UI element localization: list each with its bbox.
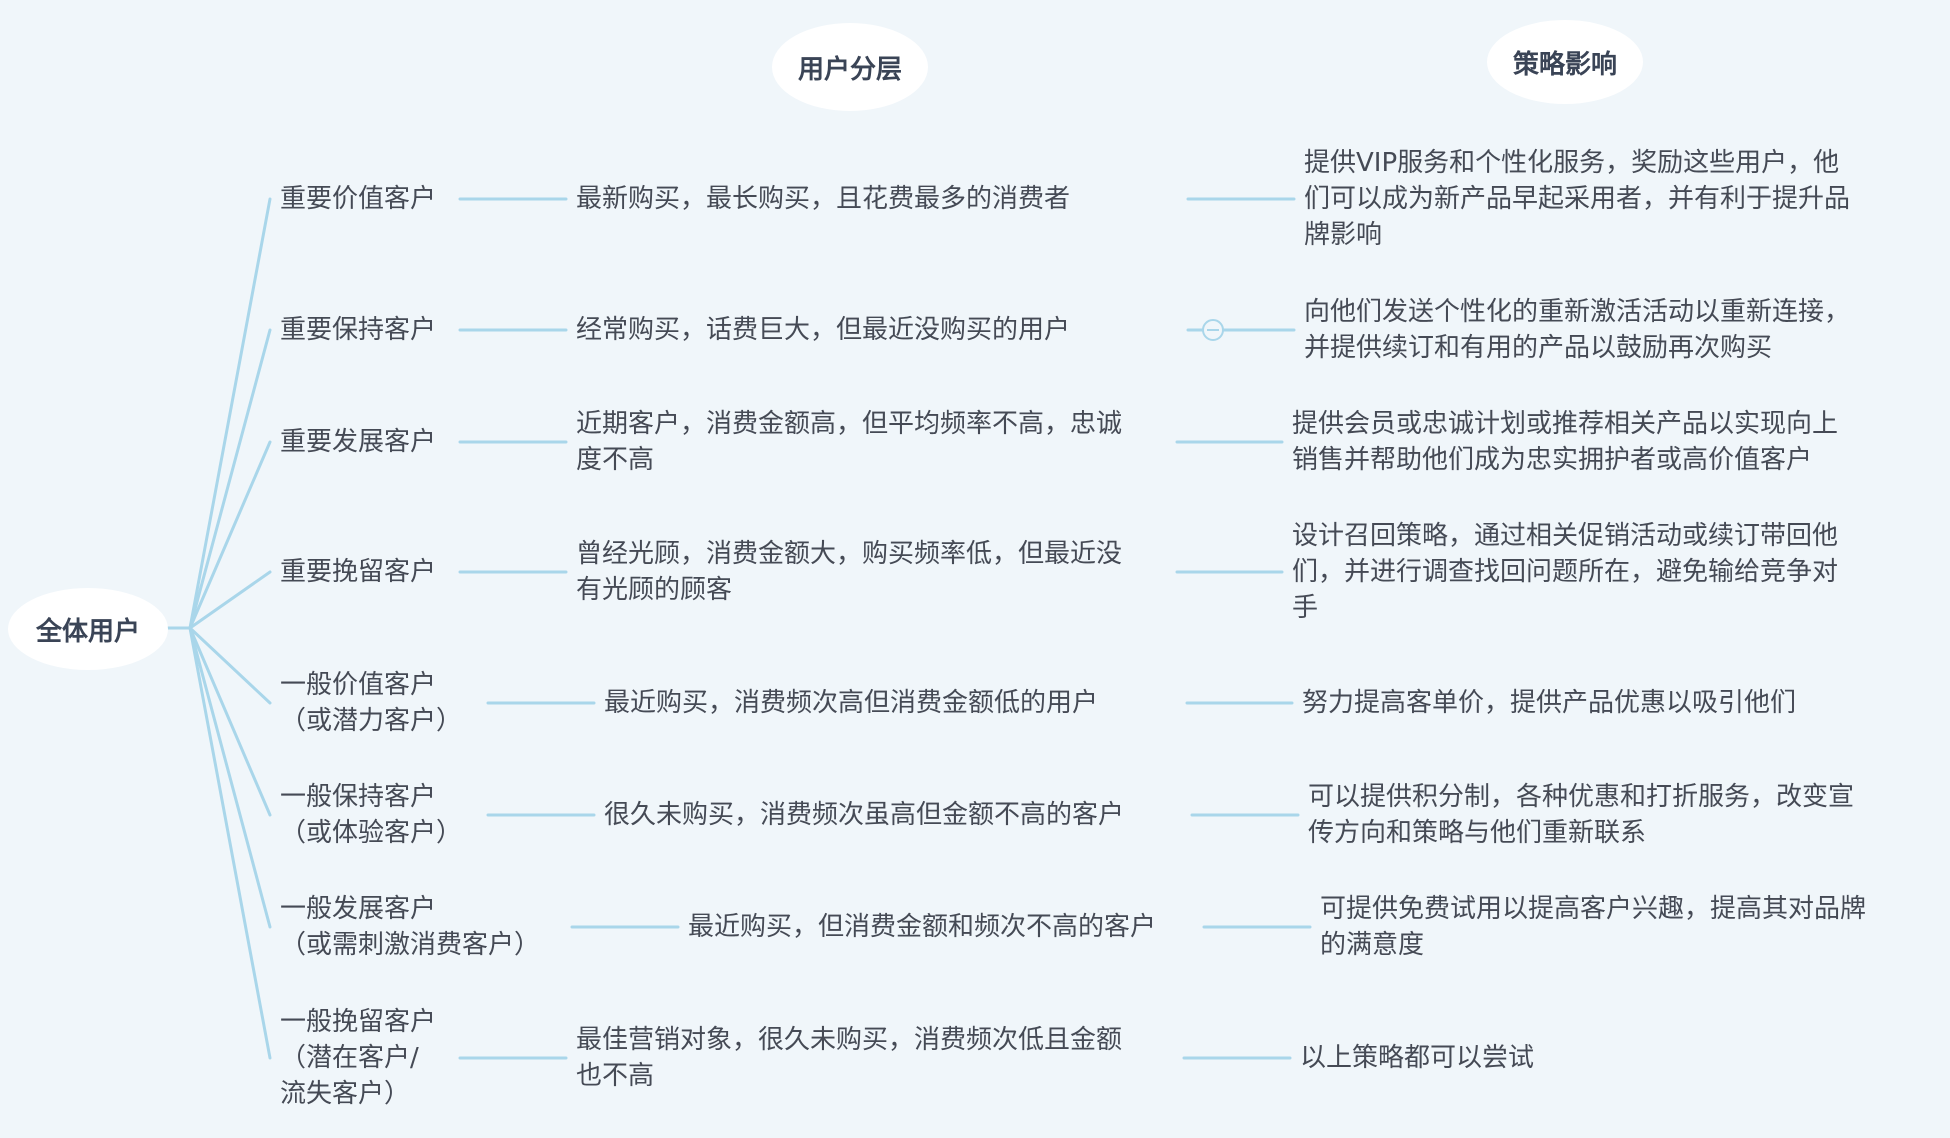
root-node[interactable]: 全体用户 <box>8 588 168 670</box>
header-strategy-impact: 策略影响 <box>1487 20 1643 104</box>
connector-root-seg-6 <box>188 626 272 817</box>
connector-root-seg-4 <box>188 570 272 630</box>
segment-node-important-develop[interactable]: 重要发展客户 <box>280 427 437 457</box>
strategy-node-important-retain[interactable]: 向他们发送个性化的重新激活活动以重新连接， 并提供续订和有用的产品以鼓励再次购买 <box>1304 297 1851 363</box>
connector-root-seg-2 <box>188 328 272 630</box>
collapse-toggle-icon[interactable] <box>1202 319 1224 341</box>
segment-node-general-develop[interactable]: 一般发展客户 （或需刺激消费客户） <box>280 894 541 960</box>
description-node-important-value[interactable]: 最新购买，最长购买，且花费最多的消费者 <box>576 184 1071 214</box>
strategy-node-general-develop[interactable]: 可提供免费试用以提高客户兴趣，提高其对品牌 的满意度 <box>1320 894 1867 960</box>
segment-node-important-recall[interactable]: 重要挽留客户 <box>280 557 437 587</box>
header-user-segmentation: 用户分层 <box>772 23 928 111</box>
description-node-important-develop[interactable]: 近期客户，消费金额高，但平均频率不高，忠诚 度不高 <box>576 409 1123 475</box>
segment-node-important-retain[interactable]: 重要保持客户 <box>280 315 437 345</box>
connector-root-seg-7 <box>188 626 272 929</box>
strategy-node-important-recall[interactable]: 设计召回策略，通过相关促销活动或续订带回他 们，并进行调查找回问题所在，避免输给… <box>1292 521 1839 623</box>
strategy-node-general-retain[interactable]: 可以提供积分制，各种优惠和打折服务，改变宣 传方向和策略与他们重新联系 <box>1308 782 1855 848</box>
segment-node-general-retain[interactable]: 一般保持客户 （或体验客户） <box>280 782 463 848</box>
description-node-general-develop[interactable]: 最近购买，但消费金额和频次不高的客户 <box>688 912 1157 942</box>
connector-root-seg-8 <box>188 626 272 1060</box>
segment-node-general-value[interactable]: 一般价值客户 （或潜力客户） <box>280 670 463 736</box>
description-node-important-recall[interactable]: 曾经光顾，消费金额大，购买频率低，但最近没 有光顾的顾客 <box>576 539 1123 605</box>
segment-node-important-value[interactable]: 重要价值客户 <box>280 184 437 214</box>
strategy-node-general-value[interactable]: 努力提高客单价，提供产品优惠以吸引他们 <box>1302 688 1797 718</box>
strategy-node-important-develop[interactable]: 提供会员或忠诚计划或推荐相关产品以实现向上 销售并帮助他们成为忠实拥护者或高价值… <box>1292 409 1839 475</box>
strategy-node-general-recall[interactable]: 以上策略都可以尝试 <box>1300 1043 1535 1073</box>
description-node-general-value[interactable]: 最近购买，消费频次高但消费金额低的用户 <box>604 688 1099 718</box>
description-node-important-retain[interactable]: 经常购买，话费巨大，但最近没购买的用户 <box>576 315 1071 345</box>
connector-root-seg-1 <box>188 197 272 630</box>
connector-root-seg-3 <box>188 440 272 630</box>
description-node-general-retain[interactable]: 很久未购买，消费频次虽高但金额不高的客户 <box>604 800 1125 830</box>
segment-node-general-recall[interactable]: 一般挽留客户 （潜在客户/ 流失客户） <box>280 1007 437 1109</box>
strategy-node-important-value[interactable]: 提供VIP服务和个性化服务，奖励这些用户，他 们可以成为新产品早起采用者，并有利… <box>1304 148 1851 250</box>
connector-root-seg-5 <box>188 626 272 705</box>
description-node-general-recall[interactable]: 最佳营销对象，很久未购买，消费频次低且金额 也不高 <box>576 1025 1123 1091</box>
